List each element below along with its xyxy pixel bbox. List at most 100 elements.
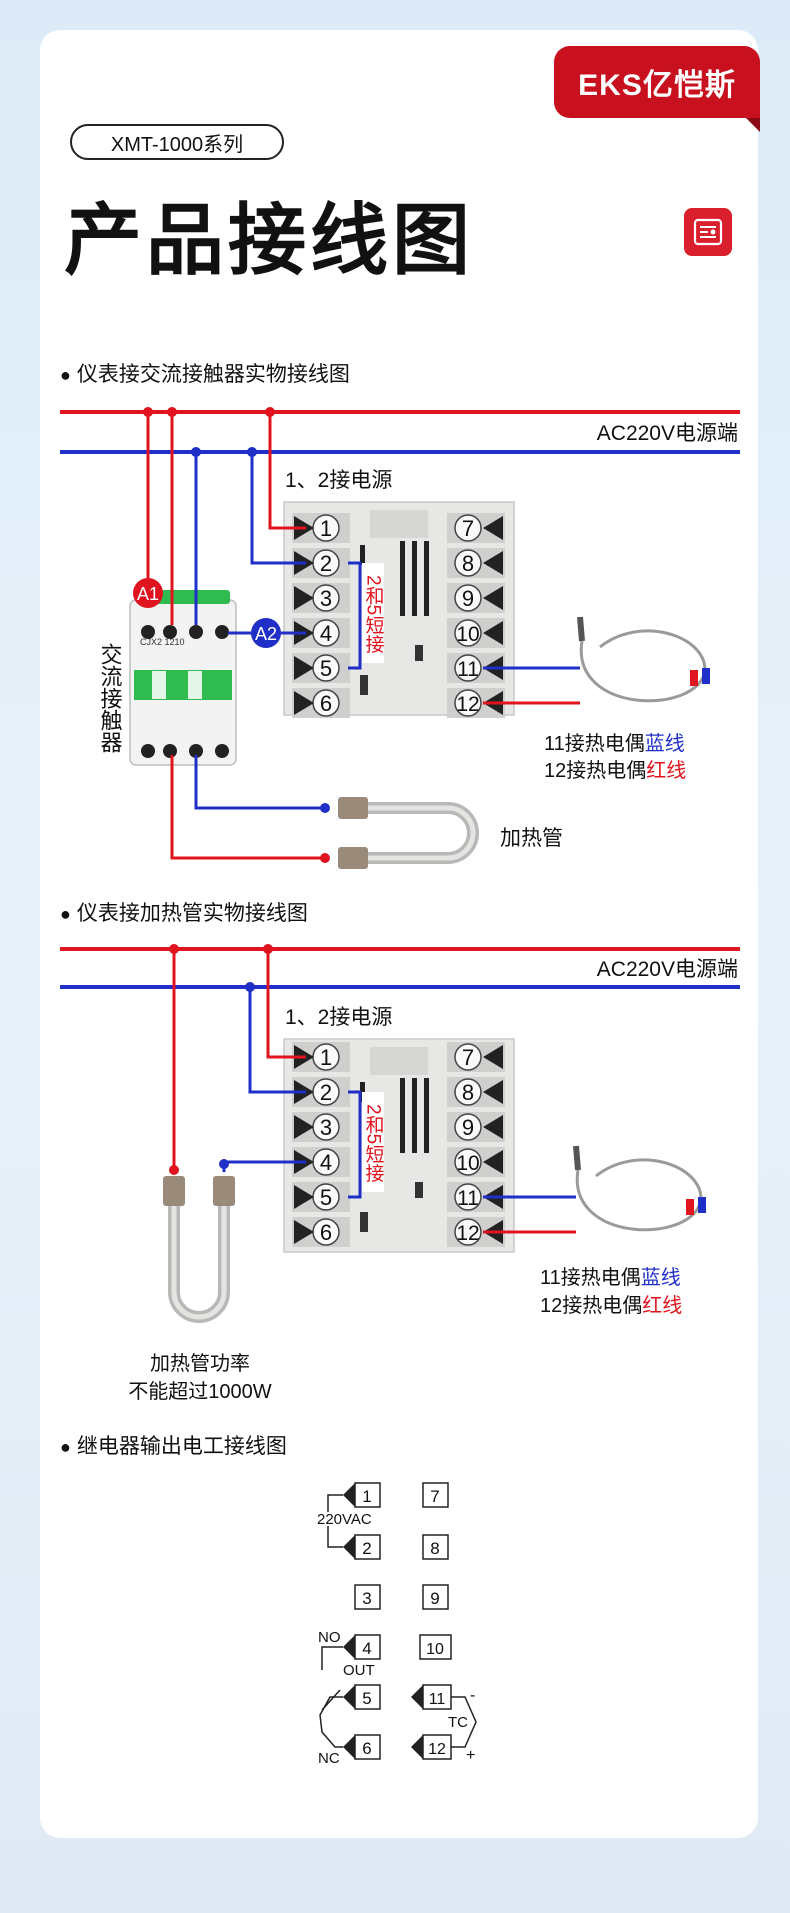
short-link-wire xyxy=(348,1090,362,1199)
terminal-label: 7 xyxy=(462,516,474,541)
short-link-note: 2和5短接 xyxy=(363,575,385,653)
terminal-label: 2 xyxy=(320,1080,332,1105)
coil-a2-label: A2 xyxy=(255,624,277,644)
power-terminals-note: 1、2接电源 xyxy=(285,1006,392,1029)
terminal-label: 9 xyxy=(430,1589,439,1608)
contactor-label: 交流接触器 xyxy=(98,643,123,753)
relay-tc-plus: + xyxy=(466,1747,475,1764)
thermocouple-probe xyxy=(573,1145,706,1232)
relay-wiring-diagram: 1 2 3 4 5 6 7 8 9 10 11 12 220VAC NO OUT… xyxy=(317,1482,477,1767)
terminal-label: 4 xyxy=(362,1639,371,1658)
section-title-contactor: ●仪表接交流接触器实物接线图 xyxy=(60,363,350,386)
terminal-label: 3 xyxy=(362,1589,371,1608)
neutral-to-terminal-2 xyxy=(248,987,306,1094)
terminal-label: 4 xyxy=(320,621,332,646)
short-link-note: 2和5短接 xyxy=(363,1104,385,1182)
live-to-terminal-1 xyxy=(266,949,306,1059)
terminal-label: 8 xyxy=(430,1539,439,1558)
terminal-block-left: 1 2 3 4 5 6 xyxy=(292,1042,350,1247)
section-title-relay-text: 继电器输出电工接线图 xyxy=(76,1435,287,1458)
terminal-label: 9 xyxy=(462,586,474,611)
contactor-to-heater-red xyxy=(170,755,325,860)
relay-nc-label: NC xyxy=(318,1750,340,1767)
relay-terminal-right: 7 8 9 10 11 12 xyxy=(411,1482,452,1760)
heater-tube xyxy=(163,1176,235,1323)
terminal-label: 12 xyxy=(456,693,479,716)
terminal-label: 2 xyxy=(362,1539,371,1558)
terminal-label: 7 xyxy=(462,1045,474,1070)
terminal-label: 6 xyxy=(362,1739,371,1758)
contactor-model: CJX2 1210 xyxy=(140,637,185,647)
terminal-label: 6 xyxy=(320,1220,332,1245)
terminal-label: 10 xyxy=(426,1641,444,1658)
relay-out-label: OUT xyxy=(343,1662,375,1679)
terminal-label: 11 xyxy=(457,658,479,681)
terminal-label: 5 xyxy=(320,1185,332,1210)
series-badge: XMT-1000系列 xyxy=(70,124,284,160)
neutral-to-terminal-2 xyxy=(250,452,306,565)
heater-wiring-diagram: AC220V电源端 1 2 3 4 5 6 7 8 9 10 11 12 1、2… xyxy=(60,944,740,1403)
section-title-heater: ●仪表接加热管实物接线图 xyxy=(60,902,308,925)
ac-contactor: CJX2 1210 xyxy=(129,590,237,766)
terminal-label: 3 xyxy=(320,586,332,611)
terminal-label: 10 xyxy=(456,1152,479,1175)
controller-unit xyxy=(283,1038,515,1253)
relay-switch-arm xyxy=(321,1689,341,1711)
tc-red-note: 12接热电偶红线 xyxy=(544,759,686,782)
terminal-label: 4 xyxy=(320,1150,332,1175)
section-title-contactor-text: 仪表接交流接触器实物接线图 xyxy=(76,363,350,386)
brand-logo: EKS亿恺斯 xyxy=(554,46,760,132)
terminal-label: 6 xyxy=(320,691,332,716)
power-input-wire xyxy=(327,1494,343,1548)
thermocouple-probe xyxy=(577,616,710,703)
terminal-label: 12 xyxy=(428,1741,446,1758)
terminal-label: 11 xyxy=(457,1187,479,1210)
heater-note-1: 加热管功率 xyxy=(150,1352,250,1375)
contactor-to-heater-blue xyxy=(194,755,325,810)
terminal-label: 3 xyxy=(320,1115,332,1140)
terminal-label: 1 xyxy=(362,1487,371,1506)
terminal-block-right: 7 8 9 10 11 12 xyxy=(447,513,505,718)
terminal-label: 10 xyxy=(456,623,479,646)
terminal-label: 11 xyxy=(429,1691,446,1708)
page-title: 产品接线图 xyxy=(64,196,475,286)
section-title-heater-text: 仪表接加热管实物接线图 xyxy=(76,902,308,925)
terminal-block-right: 7 8 9 10 11 12 xyxy=(447,1042,505,1247)
content-card xyxy=(40,30,758,1838)
tc-red-note: 12接热电偶红线 xyxy=(540,1294,682,1317)
section-title-relay: ●继电器输出电工接线图 xyxy=(60,1435,287,1458)
document-settings-icon xyxy=(684,208,732,256)
terminal-label: 12 xyxy=(456,1222,479,1245)
terminal-label: 2 xyxy=(320,551,332,576)
tc-input-wire xyxy=(451,1696,477,1748)
short-link-wire xyxy=(348,561,362,670)
power-label: AC220V电源端 xyxy=(597,422,738,445)
relay-no-label: NO xyxy=(318,1629,341,1646)
tc-blue-note: 11接热电偶蓝线 xyxy=(540,1266,681,1289)
svg-text:交流接触器: 交流接触器 xyxy=(98,643,123,753)
terminal-label: 1 xyxy=(320,1045,332,1070)
terminal-label: 9 xyxy=(462,1115,474,1140)
live-to-terminal-1 xyxy=(268,412,306,530)
relay-power-label: 220VAC xyxy=(317,1511,372,1528)
relay-tc-minus: - xyxy=(470,1687,475,1704)
power-terminals-note: 1、2接电源 xyxy=(285,469,392,492)
relay-tc-label: TC xyxy=(448,1714,468,1731)
terminal-block-left: 1 2 3 4 5 6 xyxy=(292,513,350,718)
heater-note-2: 不能超过1000W xyxy=(128,1380,271,1403)
terminal-label: 8 xyxy=(462,1080,474,1105)
terminal-label: 1 xyxy=(320,516,332,541)
common-contact-wire xyxy=(319,1696,343,1748)
power-label: AC220V电源端 xyxy=(597,958,738,981)
coil-a1-label: A1 xyxy=(137,584,159,604)
terminal-label: 5 xyxy=(320,656,332,681)
terminal-label: 5 xyxy=(362,1689,371,1708)
coil-a1-badge xyxy=(133,578,163,608)
tc-blue-note: 11接热电偶蓝线 xyxy=(544,732,685,755)
no-contact-wire xyxy=(321,1646,343,1670)
terminal-label: 8 xyxy=(462,551,474,576)
coil-a2-badge xyxy=(251,618,281,648)
heater-tube xyxy=(338,797,479,869)
heater-label: 加热管 xyxy=(500,827,563,850)
contactor-wiring-diagram: AC220V电源端 1 2 3 4 5 6 7 8 9 10 11 12 1、2… xyxy=(60,407,740,869)
